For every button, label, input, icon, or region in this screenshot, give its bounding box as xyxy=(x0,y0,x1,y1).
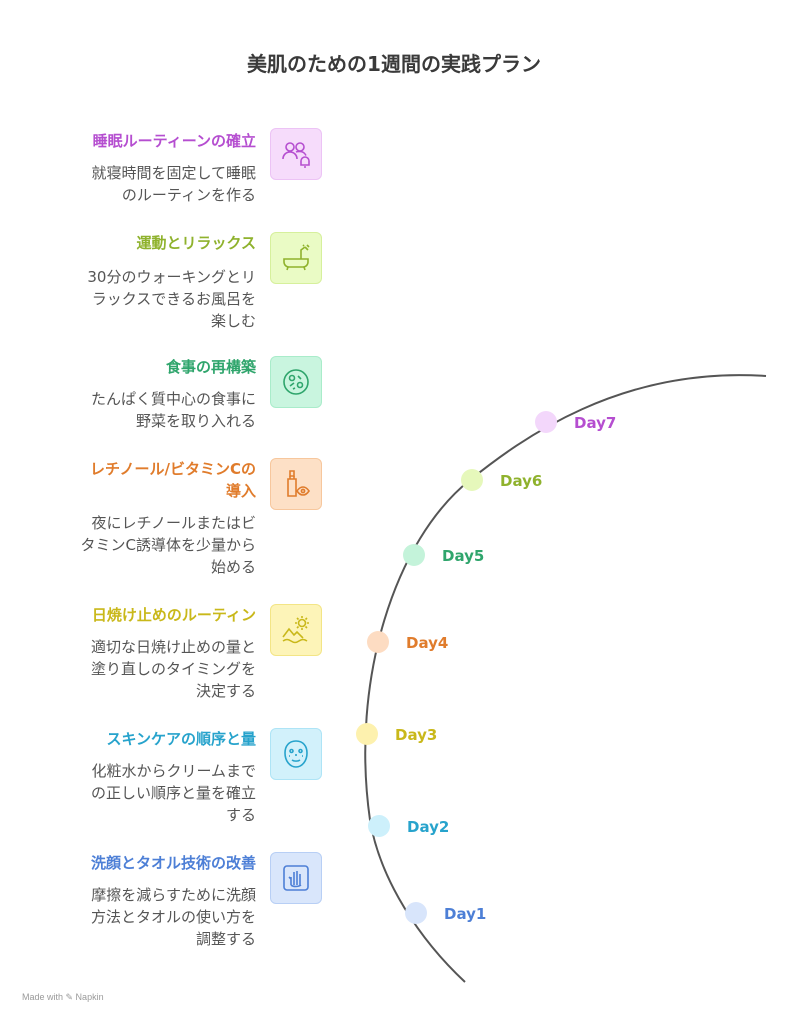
day-label: Day6 xyxy=(500,472,542,490)
item-desc: 化粧水からクリームまで の正しい順序と量を確立 する xyxy=(90,762,256,824)
timeline-curve xyxy=(364,374,767,983)
footer-credit: Made with ✎ Napkin xyxy=(22,992,104,1002)
face-mask-icon xyxy=(270,728,322,780)
day-label: Day1 xyxy=(444,905,486,923)
day-label: Day5 xyxy=(442,547,484,565)
day-label: Day4 xyxy=(406,634,448,652)
item-title: スキンケアの順序と量 xyxy=(106,730,256,748)
bathtub-shower-icon xyxy=(270,232,322,284)
item-desc: 就寝時間を固定して睡眠 のルーティンを作る xyxy=(91,164,256,204)
item-title: 運動とリラックス xyxy=(136,234,256,252)
day-marker-dot xyxy=(403,544,425,566)
day-label: Day2 xyxy=(407,818,449,836)
day-marker-dot xyxy=(367,631,389,653)
day-marker-dot xyxy=(535,411,557,433)
item-title: 食事の再構築 xyxy=(165,358,256,376)
item-title: 睡眠ルーティーンの確立 xyxy=(92,132,256,150)
hand-towel-icon xyxy=(270,852,322,904)
people-alarm-icon xyxy=(270,128,322,180)
salad-bowl-icon xyxy=(270,356,322,408)
serum-bottle-eye-icon xyxy=(270,458,322,510)
page-title: 美肌のための1週間の実践プラン xyxy=(247,52,541,76)
day-label: Day7 xyxy=(574,414,616,432)
sun-beach-icon xyxy=(270,604,322,656)
day-marker-dot xyxy=(368,815,390,837)
day-label: Day3 xyxy=(395,726,437,744)
day-marker-dot xyxy=(356,723,378,745)
item-desc: 夜にレチノールまたはビ タミンC誘導体を少量から 始める xyxy=(80,514,256,576)
day-marker-dot xyxy=(461,469,483,491)
item-title: 洗顔とタオル技術の改善 xyxy=(90,854,256,872)
item-desc: 適切な日焼け止めの量と 塗り直しのタイミングを 決定する xyxy=(90,638,256,700)
item-title: 日焼け止めのルーティン xyxy=(91,606,256,624)
item-desc: たんぱく質中心の食事に 野菜を取り入れる xyxy=(90,390,256,430)
item-desc: 摩擦を減らすために洗顔 方法とタオルの使い方を 調整する xyxy=(90,886,256,948)
item-desc: 30分のウォーキングとリ ラックスできるお風呂を 楽しむ xyxy=(87,268,256,330)
day-marker-dot xyxy=(405,902,427,924)
item-title: レチノール/ビタミンCの 導入 xyxy=(89,460,256,500)
